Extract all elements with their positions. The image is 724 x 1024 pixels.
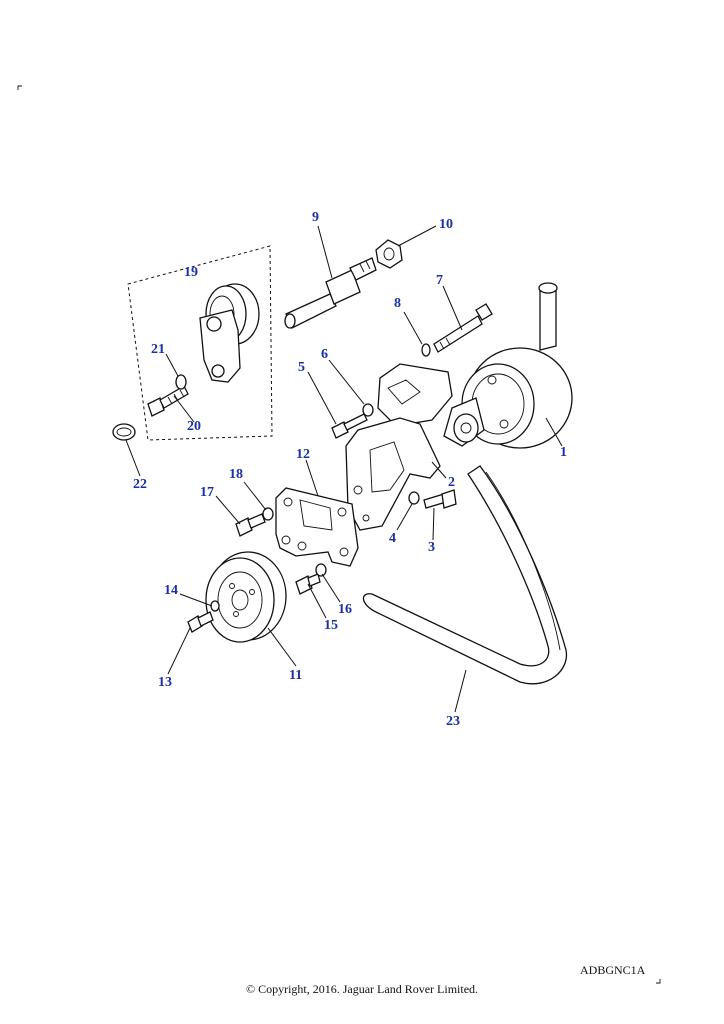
callout-1: 1 bbox=[560, 445, 567, 460]
plate-washer-upper bbox=[262, 507, 274, 521]
callout-15: 15 bbox=[324, 618, 338, 633]
spacer-ring bbox=[112, 423, 136, 441]
callout-19: 19 bbox=[184, 265, 198, 280]
plate-bolt-lower bbox=[295, 573, 321, 595]
crop-mark-bottom-right bbox=[656, 979, 661, 984]
callout-6: 6 bbox=[321, 347, 328, 362]
idler-bolt bbox=[147, 385, 189, 417]
adaptor-plate bbox=[275, 487, 359, 567]
shaft-nut bbox=[375, 239, 403, 269]
callout-20: 20 bbox=[187, 419, 201, 434]
callout-12: 12 bbox=[296, 447, 310, 462]
bracket-washer-upper bbox=[362, 403, 374, 417]
callout-14: 14 bbox=[164, 583, 178, 598]
pulley-washer bbox=[210, 600, 220, 612]
copyright-notice: © Copyright, 2016. Jaguar Land Rover Lim… bbox=[245, 982, 479, 996]
callout-16: 16 bbox=[338, 602, 352, 617]
bracket-washer-lower bbox=[408, 491, 420, 505]
callout-2: 2 bbox=[448, 475, 455, 490]
callout-17: 17 bbox=[200, 485, 214, 500]
callout-3: 3 bbox=[428, 540, 435, 555]
long-bolt-washer bbox=[421, 343, 431, 357]
crop-mark-top-left bbox=[17, 85, 22, 90]
callout-13: 13 bbox=[158, 675, 172, 690]
callout-23: 23 bbox=[446, 714, 460, 729]
power-steering-pump bbox=[443, 282, 573, 449]
plate-bolt-upper bbox=[235, 513, 266, 537]
callout-8: 8 bbox=[394, 296, 401, 311]
callout-9: 9 bbox=[312, 210, 319, 225]
callout-22: 22 bbox=[133, 477, 147, 492]
idler-washer bbox=[175, 374, 187, 390]
callout-7: 7 bbox=[436, 273, 443, 288]
plate-washer-lower bbox=[315, 563, 327, 577]
drive-pulley bbox=[205, 551, 287, 643]
callout-numbers: 1 2 3 4 5 6 7 8 9 10 11 12 13 14 15 16 1… bbox=[133, 210, 567, 729]
drive-belt bbox=[362, 465, 568, 685]
pivot-shaft bbox=[284, 257, 377, 329]
long-mounting-bolt bbox=[433, 303, 493, 353]
callout-10: 10 bbox=[439, 217, 453, 232]
callout-21: 21 bbox=[151, 342, 165, 357]
diagram-reference-code: ADBGNC1A bbox=[580, 963, 646, 977]
bracket-bolt-upper bbox=[331, 413, 368, 439]
callout-11: 11 bbox=[289, 668, 302, 683]
idler-assembly-group bbox=[127, 245, 273, 441]
callout-4: 4 bbox=[389, 531, 396, 546]
pulley-bolt bbox=[187, 611, 214, 633]
bracket-bolt-lower bbox=[423, 489, 457, 509]
callout-18: 18 bbox=[229, 467, 243, 482]
leader-lines bbox=[125, 225, 563, 713]
callout-5: 5 bbox=[298, 360, 305, 375]
mounting-bracket bbox=[345, 363, 453, 531]
